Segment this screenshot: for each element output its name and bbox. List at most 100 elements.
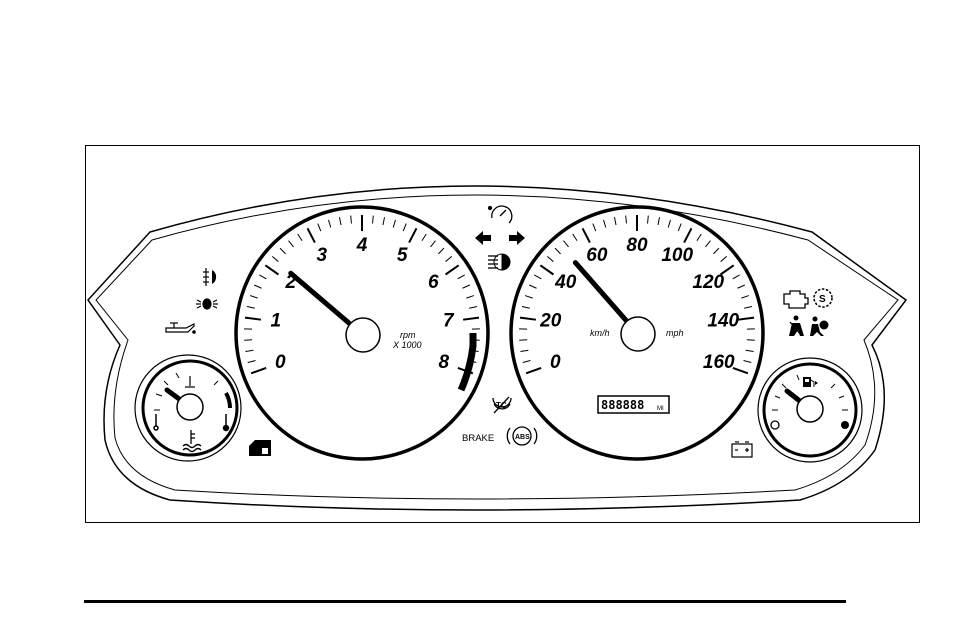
tachometer-minor-tick	[392, 219, 396, 228]
tachometer-hub	[345, 317, 381, 353]
tachometer-ticks	[244, 215, 480, 375]
speedometer-label: 140	[707, 311, 739, 332]
tachometer-minor-tick	[421, 233, 427, 242]
coolant-icon	[182, 430, 202, 453]
tachometer-major-tick	[462, 316, 480, 321]
speedometer-minor-tick	[528, 284, 537, 289]
airbag-icon	[810, 316, 829, 336]
rear-fog-icon	[196, 298, 218, 310]
temp-hub	[176, 393, 204, 421]
tachometer-minor-tick	[317, 223, 322, 232]
speedometer-minor-tick	[603, 219, 607, 228]
tachometer-major-tick	[408, 227, 418, 243]
tachometer-minor-tick	[372, 215, 374, 224]
seatbelt-icon	[789, 315, 804, 336]
tachometer-label: 4	[356, 235, 368, 256]
speedometer-hub	[620, 316, 656, 352]
speedometer-minor-tick	[732, 274, 740, 280]
high-beam-icon	[488, 253, 511, 271]
cluster-bezel-outer	[87, 185, 908, 511]
tachometer-major-tick	[444, 264, 460, 276]
tachometer-minor-tick	[338, 217, 342, 226]
fuel-hub	[796, 395, 824, 423]
speedometer-label: 160	[703, 352, 735, 373]
speedometer-minor-tick	[534, 274, 542, 280]
speedometer-ticks	[519, 215, 755, 375]
oil-pressure-icon	[165, 322, 196, 334]
cruise-icon	[487, 205, 513, 224]
speedometer-major-tick	[737, 316, 755, 321]
tachometer-minor-tick	[249, 295, 258, 299]
speedometer-minor-tick	[745, 349, 754, 352]
tachometer-minor-tick	[246, 305, 255, 309]
tachometer-minor-tick	[445, 255, 453, 262]
tachometer-unit: rpm	[400, 330, 416, 340]
odometer-unit: MI	[657, 406, 664, 412]
svg-text:S: S	[819, 294, 826, 305]
tachometer-label: 3	[317, 245, 328, 266]
hot-temp-icon	[222, 414, 230, 432]
speedometer-minor-tick	[613, 217, 617, 226]
check-engine-icon	[783, 290, 809, 309]
tachometer-minor-tick	[279, 247, 286, 255]
tachometer-minor-tick	[462, 284, 471, 289]
speedometer-minor-tick	[522, 360, 531, 364]
front-fog-icon	[203, 268, 217, 286]
tachometer-minor-tick	[328, 219, 332, 228]
tachometer-major-tick	[250, 366, 267, 375]
tachometer-label: 1	[270, 311, 281, 332]
speedometer-minor-tick	[592, 223, 597, 232]
bottom-rule	[84, 600, 846, 603]
tachometer-minor-tick	[466, 295, 475, 299]
cluster-bezel-inner	[95, 194, 899, 500]
tachometer-major-tick	[306, 227, 316, 243]
speedometer-label: 60	[586, 245, 608, 266]
speedometer-minor-tick	[520, 349, 529, 352]
speedometer-major-tick	[519, 316, 537, 321]
speedometer-minor-tick	[554, 247, 561, 255]
speedometer-minor-tick	[546, 255, 554, 262]
tachometer-minor-tick	[457, 274, 465, 280]
odometer-display	[597, 395, 670, 414]
speedometer-minor-tick	[625, 215, 627, 224]
speedometer-unit-kmh: km/h	[590, 328, 610, 338]
speedometer-major-tick	[525, 366, 542, 375]
speedometer-minor-tick	[743, 360, 752, 364]
tachometer-minor-tick	[350, 215, 352, 224]
speedometer-minor-tick	[696, 233, 702, 242]
tachometer-label: 5	[397, 245, 408, 266]
speedometer-major-tick	[732, 366, 749, 375]
tachometer-minor-tick	[245, 349, 254, 352]
svg-text:ABS: ABS	[515, 434, 530, 441]
tachometer-minor-tick	[438, 247, 445, 255]
speedometer-unit-mph: mph	[666, 328, 684, 338]
speedometer-minor-tick	[737, 284, 746, 289]
turn-left-arrow-icon	[475, 231, 491, 245]
tachometer-minor-tick	[297, 233, 303, 242]
speedometer-label: 20	[539, 311, 562, 332]
speedometer-minor-tick	[677, 223, 682, 232]
tachometer-multiplier: X 1000	[392, 340, 422, 350]
brake-label: BRAKE	[462, 433, 494, 444]
speedometer-minor-tick	[563, 240, 569, 248]
temp-top-icon	[185, 376, 195, 388]
tachometer-major-tick	[264, 264, 280, 276]
temp-gauge-hot-zone	[224, 392, 232, 409]
service-icon: S	[813, 288, 833, 308]
battery-icon	[731, 441, 753, 458]
speedometer-minor-tick	[741, 295, 750, 299]
speedometer-minor-tick	[657, 217, 661, 226]
cold-temp-icon	[153, 414, 159, 431]
tachometer-label: 8	[438, 352, 449, 373]
tachometer-redline	[457, 333, 477, 392]
tachometer-minor-tick	[259, 274, 267, 280]
turn-right-arrow-icon	[509, 231, 525, 245]
speedometer-label: 0	[550, 352, 561, 373]
tachometer-label: 7	[443, 311, 455, 332]
tachometer-minor-tick	[382, 217, 386, 226]
speedometer-label: 120	[692, 272, 724, 293]
tachometer-label: 0	[275, 352, 286, 373]
speedometer-major-tick	[539, 264, 555, 276]
speedometer-minor-tick	[647, 215, 649, 224]
